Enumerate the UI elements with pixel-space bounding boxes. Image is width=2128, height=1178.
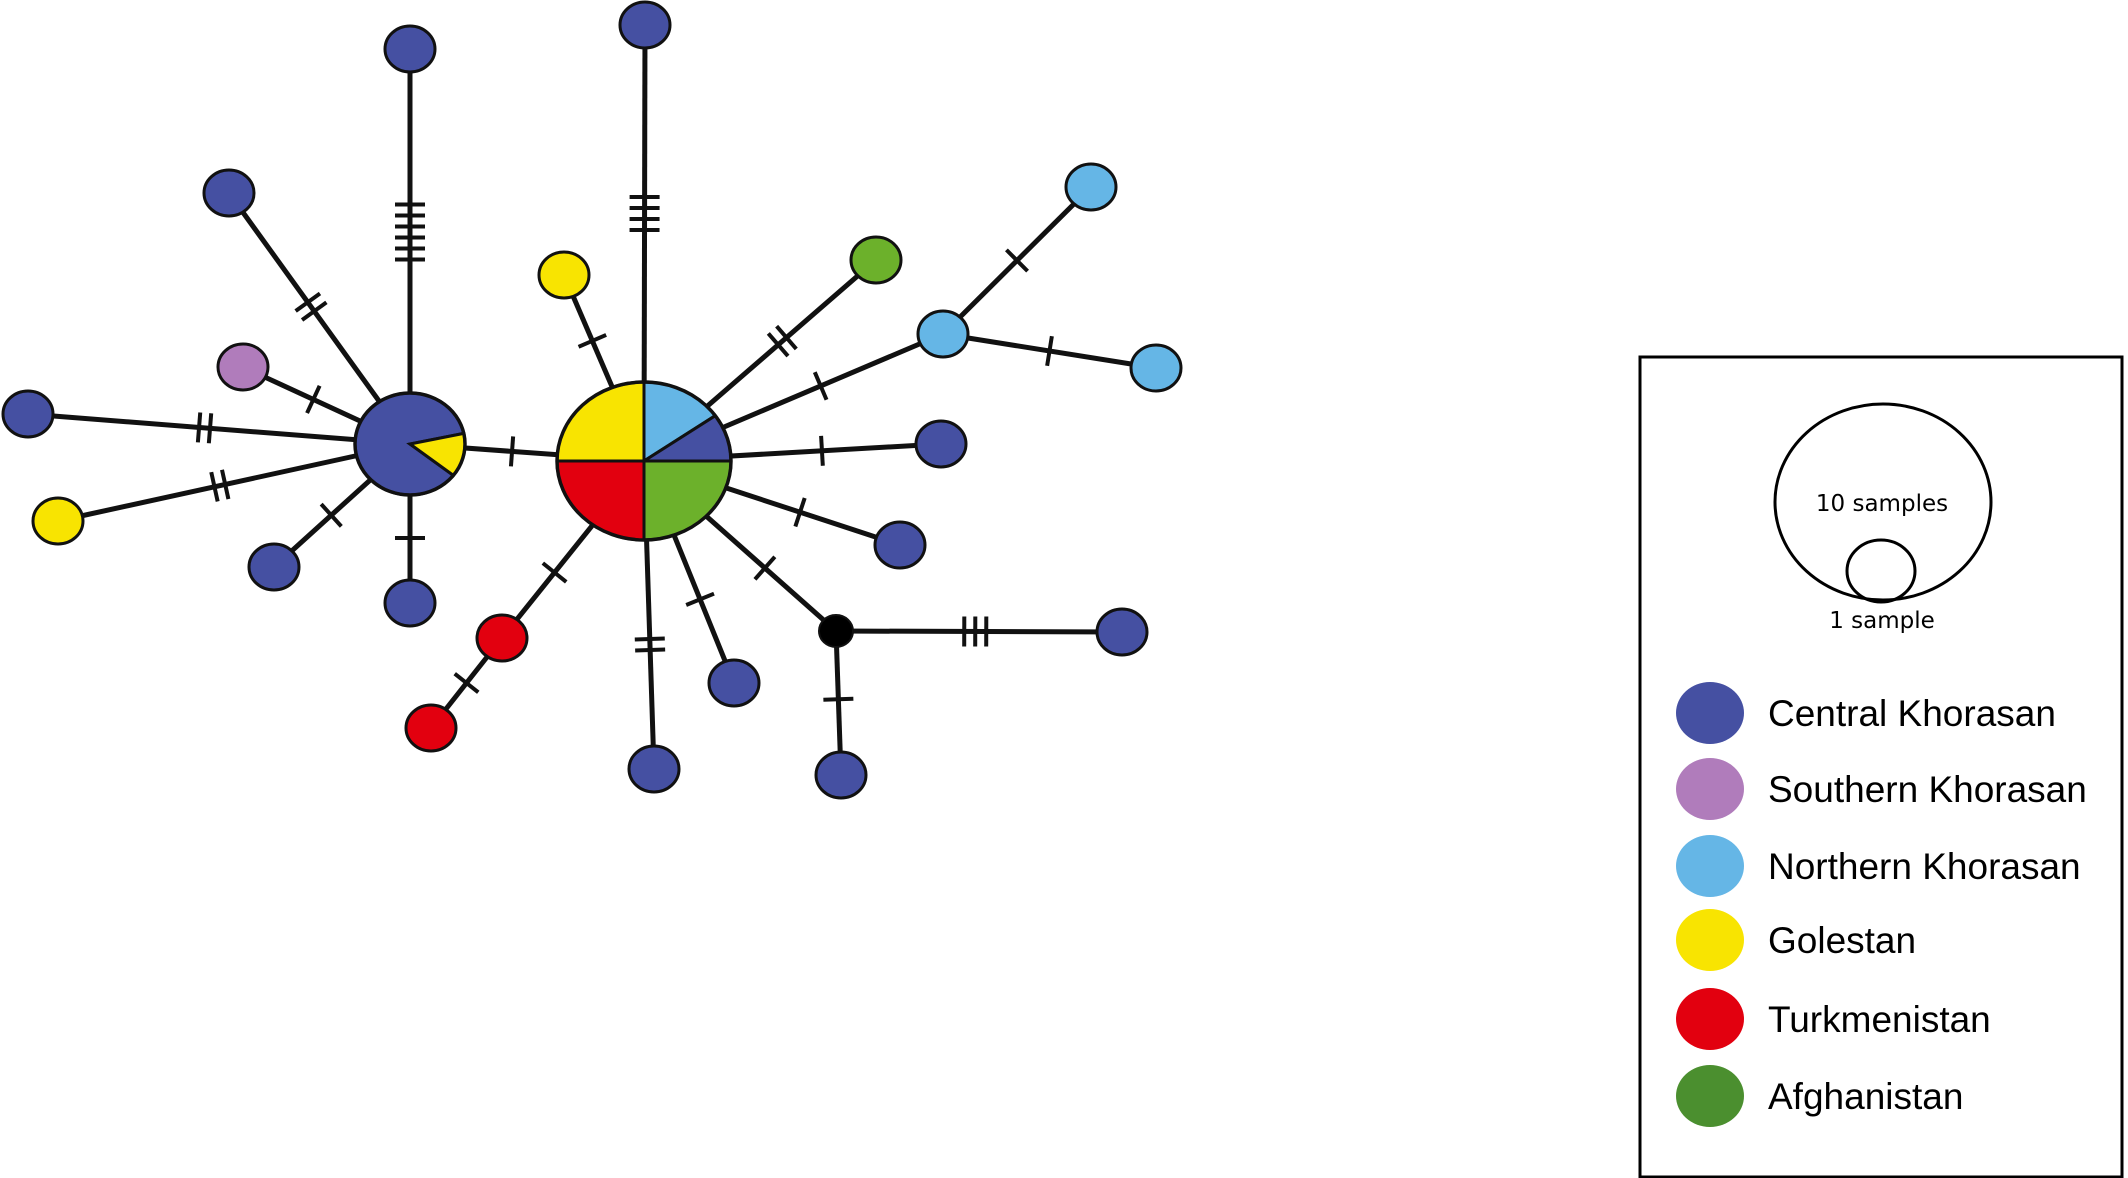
network-nodes — [1, 0, 1183, 800]
legend-swatch — [1676, 682, 1744, 744]
haplotype-node-central-khorasan — [814, 750, 868, 800]
mutation-tick — [753, 555, 777, 581]
haplotype-node-afghanistan — [849, 235, 903, 285]
legend-item: Central Khorasan — [1676, 682, 2056, 744]
hub-outline — [555, 380, 733, 542]
haplotype-node-central-khorasan — [618, 0, 672, 50]
haplotype-node-central-khorasan — [247, 542, 301, 592]
edge-line — [27, 411, 411, 447]
haplotype-node-turkmenistan — [404, 703, 458, 753]
mutation-tick — [453, 672, 480, 694]
mutation-tick — [685, 591, 715, 607]
legend-item: Turkmenistan — [1676, 988, 1991, 1050]
haplotype-hub — [353, 391, 467, 497]
edge — [395, 49, 425, 444]
haplotype-node-golestan — [537, 250, 591, 300]
legend-item-label: Afghanistan — [1768, 1076, 1963, 1117]
mutation-tick — [577, 333, 607, 349]
legend-swatch — [1676, 988, 1744, 1050]
mutation-tick — [1045, 335, 1054, 367]
legend-swatch — [1676, 1065, 1744, 1127]
edge-line — [57, 441, 411, 524]
haplotype-node-northern-khorasan — [916, 309, 970, 359]
edge — [942, 331, 1157, 371]
haplotype-node-central-khorasan — [627, 744, 681, 794]
legend-item-label: Northern Khorasan — [1768, 846, 2081, 887]
mutation-tick — [220, 469, 231, 500]
mutation-tick — [195, 412, 203, 443]
legend-item: Northern Khorasan — [1676, 835, 2081, 897]
haplotype-node-central-khorasan — [1095, 607, 1149, 657]
haplotype-node-central-khorasan — [383, 578, 437, 628]
haplotype-node-central-khorasan — [202, 168, 256, 218]
network-edges — [27, 24, 1157, 776]
scale-label-small: 1 sample — [1829, 608, 1935, 634]
haplotype-node-golestan — [31, 496, 85, 546]
median-vector-node — [818, 614, 854, 648]
legend-scale: 10 samples 1 sample — [1773, 402, 1993, 634]
haplotype-node-turkmenistan — [475, 613, 529, 663]
haplotype-hub — [555, 380, 733, 542]
legend-item: Golestan — [1676, 909, 1916, 971]
haplotype-node-central-khorasan — [873, 520, 927, 570]
mutation-tick — [634, 636, 665, 642]
mutation-tick — [305, 384, 322, 414]
legend-swatch — [1676, 835, 1744, 897]
mutation-tick — [1005, 248, 1029, 273]
mutation-tick — [819, 435, 825, 466]
haplotype-node-central-khorasan — [1, 389, 55, 439]
haplotype-node-northern-khorasan — [1064, 162, 1118, 212]
legend-swatch — [1676, 909, 1744, 971]
mutation-tick — [812, 371, 829, 401]
legend-item-label: Central Khorasan — [1768, 693, 2056, 734]
legend-item: Southern Khorasan — [1676, 758, 2087, 820]
legend-item-label: Southern Khorasan — [1768, 769, 2087, 810]
legend-frame — [1638, 355, 2124, 1178]
mutation-tick — [206, 413, 214, 444]
scale-circle-small — [1845, 538, 1917, 604]
mutation-tick — [541, 561, 568, 584]
haplotype-node-central-khorasan — [914, 419, 968, 469]
mutation-tick — [508, 436, 516, 467]
edge — [941, 185, 1093, 336]
mutation-tick — [823, 696, 854, 702]
mutation-tick — [319, 502, 343, 528]
edge — [835, 616, 1123, 647]
mutation-tick — [775, 324, 798, 351]
legend-swatch — [1676, 758, 1744, 820]
haplotype-node-northern-khorasan — [1129, 343, 1183, 393]
legend-item-label: Turkmenistan — [1768, 999, 1991, 1040]
scale-label-large: 10 samples — [1816, 491, 1948, 517]
mutation-tick — [294, 291, 322, 313]
mutation-tick — [300, 300, 328, 322]
legend: 10 samples 1 sample Central KhorasanSout… — [1638, 355, 2124, 1178]
mutation-tick — [766, 332, 790, 358]
legend-item: Afghanistan — [1676, 1065, 1963, 1127]
edge — [27, 411, 411, 447]
legend-item-label: Golestan — [1768, 920, 1916, 961]
mutation-tick — [635, 647, 666, 653]
edge-line — [835, 628, 1123, 635]
edge — [57, 441, 411, 524]
haplotype-node-southern-khorasan — [216, 342, 270, 392]
hub-outline — [353, 391, 467, 497]
mutation-tick — [209, 471, 220, 502]
mutation-tick — [793, 497, 807, 528]
scale-circle-large — [1773, 402, 1993, 602]
haplotype-node-central-khorasan — [707, 658, 761, 708]
haplotype-node-central-khorasan — [383, 24, 437, 74]
